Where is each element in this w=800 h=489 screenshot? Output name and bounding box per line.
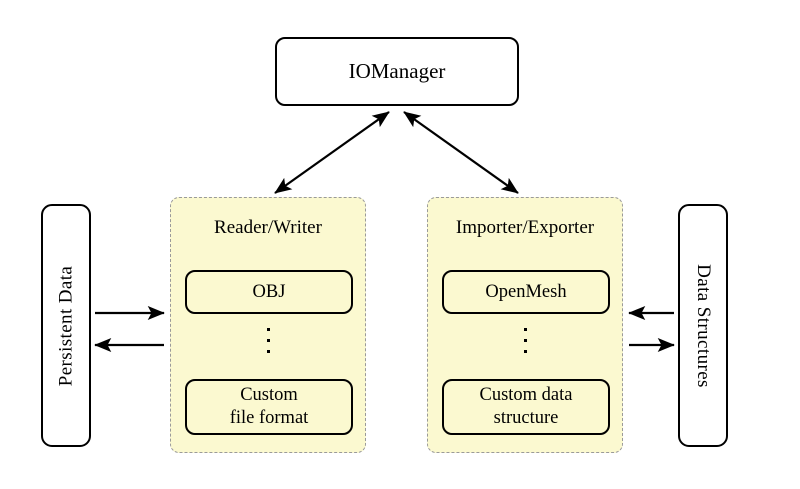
item-label-line2: structure bbox=[493, 408, 559, 428]
importer-exporter-title: Importer/Exporter bbox=[455, 217, 595, 238]
item-label-line1: Custom data bbox=[479, 385, 573, 406]
importer-exporter-panel[interactable]: Importer/Exporter OpenMesh Custom data s… bbox=[427, 197, 623, 453]
item-label-multiline: Custom file format bbox=[230, 384, 309, 429]
item-label: OBJ bbox=[252, 281, 286, 302]
item-label-line2: file format bbox=[229, 408, 309, 428]
item-label-line1: Custom bbox=[240, 385, 298, 406]
importer-exporter-item-openmesh[interactable]: OpenMesh bbox=[442, 270, 610, 314]
reader-writer-panel[interactable]: Reader/Writer OBJ Custom file format bbox=[170, 197, 366, 453]
iomanager-node[interactable]: IOManager bbox=[275, 37, 519, 106]
reader-writer-title: Reader/Writer bbox=[214, 217, 322, 238]
persistent-data-label: Persistent Data bbox=[55, 265, 77, 386]
importer-exporter-ellipsis-icon bbox=[428, 328, 622, 353]
reader-writer-item-custom-file-format[interactable]: Custom file format bbox=[185, 379, 353, 435]
persistent-data-node[interactable]: Persistent Data bbox=[41, 204, 91, 447]
reader-writer-item-obj[interactable]: OBJ bbox=[185, 270, 353, 314]
arrow-importer-exporter-iomanager bbox=[403, 111, 519, 194]
item-label-multiline: Custom data structure bbox=[479, 384, 572, 429]
data-structures-node[interactable]: Data Structures bbox=[678, 204, 728, 447]
iomanager-label: IOManager bbox=[348, 59, 446, 83]
arrow-reader-writer-iomanager bbox=[274, 111, 390, 194]
item-label: OpenMesh bbox=[485, 281, 567, 302]
reader-writer-ellipsis-icon bbox=[171, 328, 365, 353]
data-structures-label: Data Structures bbox=[693, 263, 714, 388]
importer-exporter-item-custom-data-structure[interactable]: Custom data structure bbox=[442, 379, 610, 435]
